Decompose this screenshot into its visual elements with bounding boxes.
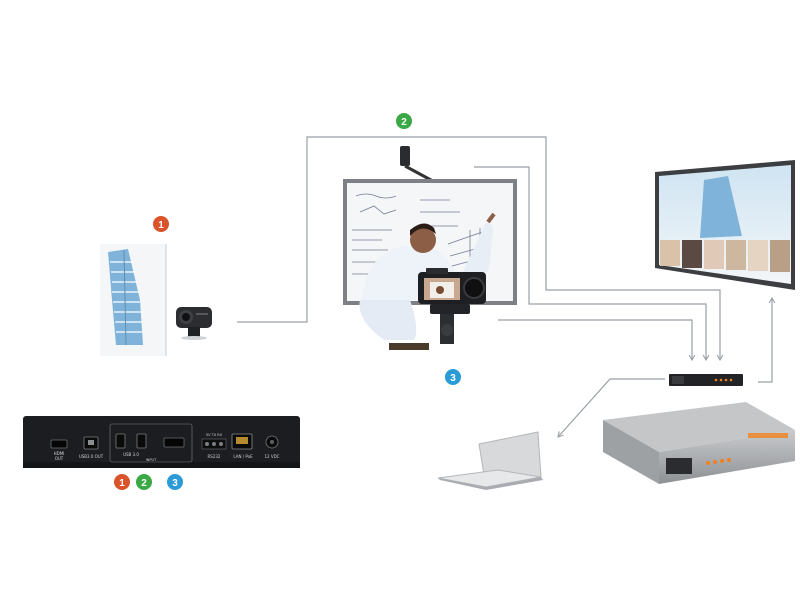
svg-text:1: 1 (158, 220, 164, 231)
dslr-camera-icon (418, 268, 486, 344)
svg-text:USB3.0 OUT: USB3.0 OUT (79, 454, 104, 459)
building-icon (100, 244, 167, 356)
hdmi-out-port: HDMI OUT (50, 439, 68, 461)
line-input-1 (237, 136, 724, 362)
svg-text:2: 2 (401, 117, 407, 128)
line-input-2 (474, 166, 710, 362)
svg-text:LAN / PoE: LAN / PoE (233, 454, 253, 459)
display-icon (655, 160, 795, 290)
switcher-icon (669, 374, 743, 386)
svg-text:RS232: RS232 (208, 454, 221, 459)
webcam-icon (176, 307, 212, 340)
svg-text:12 VDC: 12 VDC (265, 454, 280, 459)
laptop-icon (437, 431, 543, 490)
capture-box-icon (603, 402, 795, 484)
svg-text:2: 2 (141, 478, 147, 489)
hdmi-in-port: INPUT (146, 437, 185, 462)
svg-text:5V TX RX: 5V TX RX (206, 433, 223, 437)
svg-text:3: 3 (450, 373, 456, 384)
badge-1-bottom: 1 (114, 474, 130, 490)
svg-text:HDMI: HDMI (54, 451, 65, 456)
badge-3-bottom: 3 (167, 474, 183, 490)
usb-in-ports: USB 3.0 (115, 433, 147, 457)
lan-poe-port: LAN / PoE (231, 433, 253, 459)
conference-tiles (660, 240, 790, 272)
rs232-port: 5V TX RX RS232 (201, 433, 227, 459)
badge-1-top: 1 (153, 216, 169, 232)
svg-text:1: 1 (119, 478, 125, 489)
dc-power-port: 12 VDC (265, 435, 280, 459)
usb-out-port: USB3.0 OUT (79, 436, 104, 459)
line-output-laptop (557, 378, 665, 438)
line-input-3 (498, 319, 696, 362)
svg-text:OUT: OUT (55, 456, 64, 461)
badge-2-top: 2 (396, 113, 412, 129)
svg-text:INPUT: INPUT (146, 458, 157, 462)
connector-lines (237, 136, 776, 438)
rear-panel: HDMI OUT USB3.0 OUT USB 3.0 INPUT 5V TX … (23, 416, 300, 468)
svg-text:USB 3.0: USB 3.0 (123, 452, 139, 457)
svg-text:3: 3 (172, 478, 178, 489)
badge-3-top: 3 (445, 369, 461, 385)
line-output-display (758, 296, 776, 383)
badge-2-bottom: 2 (136, 474, 152, 490)
